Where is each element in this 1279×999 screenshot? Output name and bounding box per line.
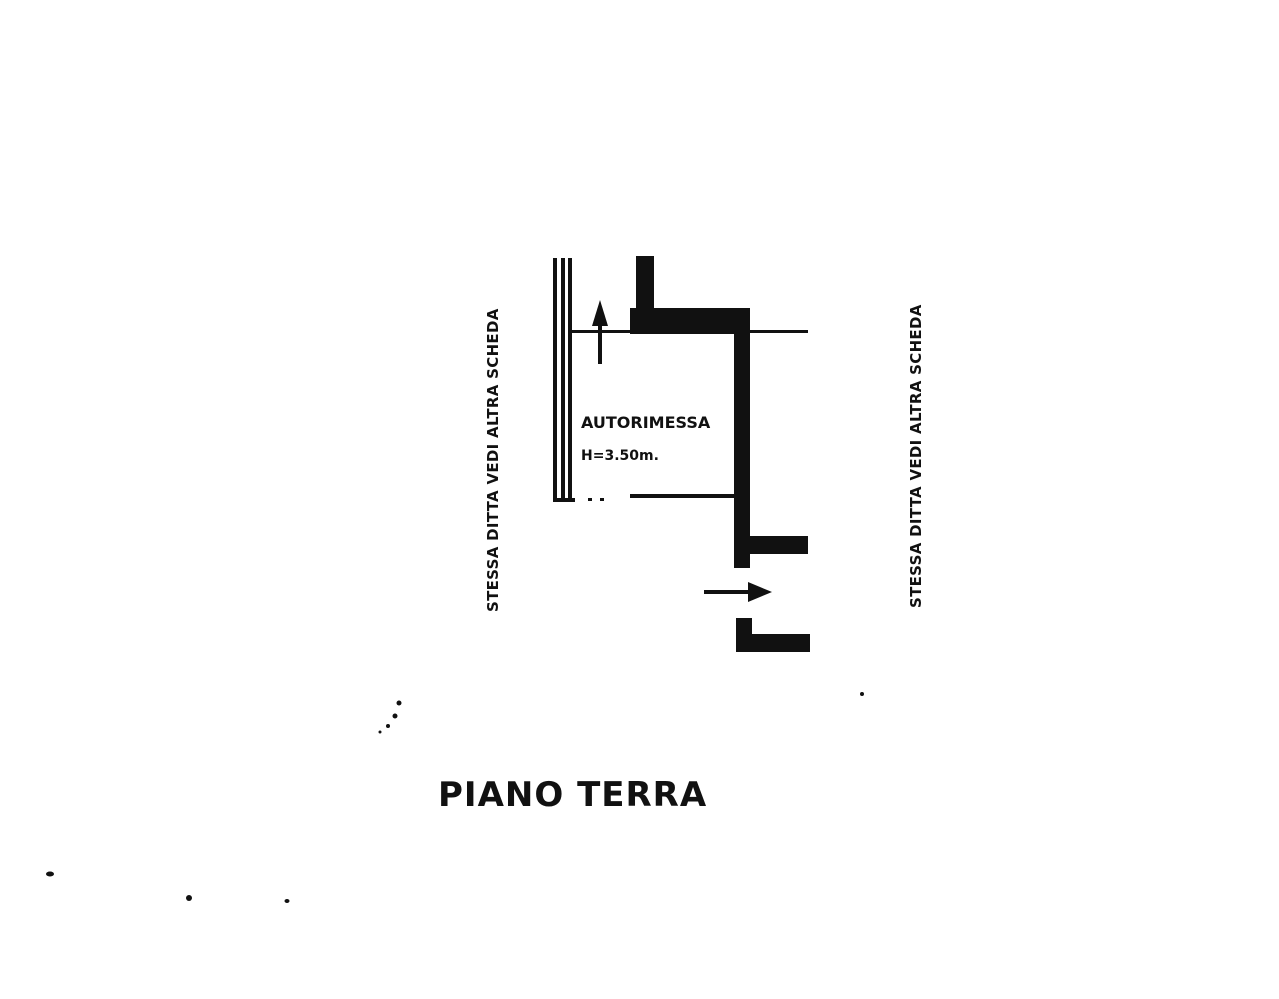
side-note-right: STESSA DITTA VEDI ALTRA SCHEDA xyxy=(907,304,925,608)
room-height: H=3.50m. xyxy=(581,448,659,464)
right-wall xyxy=(734,308,750,568)
bottom-wall xyxy=(588,494,736,501)
side-note-left: STESSA DITTA VEDI ALTRA SCHEDA xyxy=(484,308,502,612)
top-wall xyxy=(630,256,750,334)
floor-title: PIANO TERRA xyxy=(438,775,707,815)
passage-walls xyxy=(736,536,810,652)
left-wall xyxy=(553,258,575,502)
room-name: AUTORIMESSA xyxy=(581,413,711,432)
entrance-arrow-up xyxy=(592,300,608,364)
scan-speckles xyxy=(46,692,864,903)
entrance-arrow-right xyxy=(704,582,772,602)
